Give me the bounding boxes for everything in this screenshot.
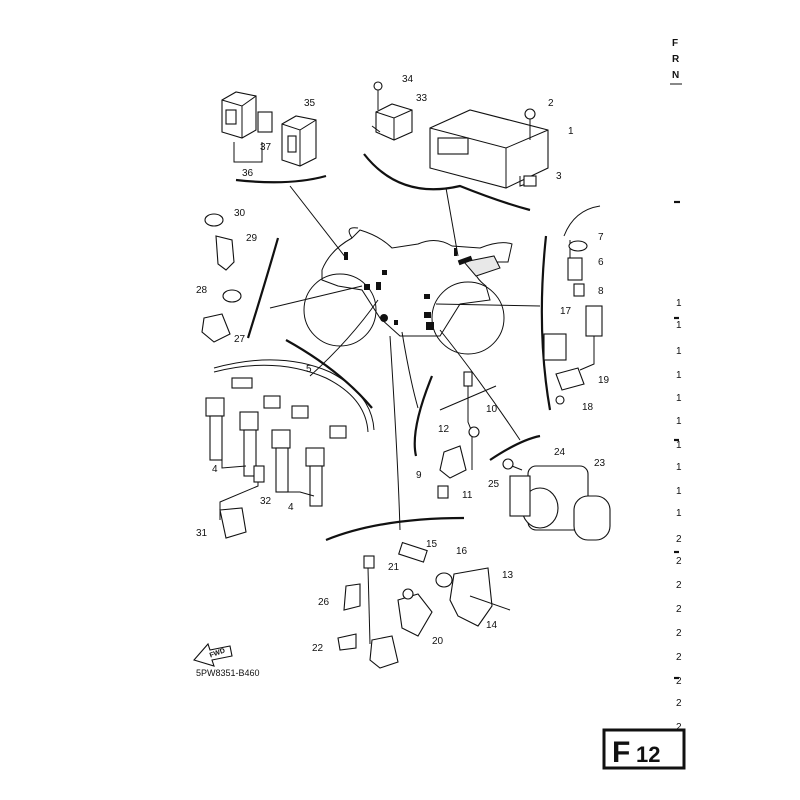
strip-number: 1	[676, 416, 682, 427]
callout-28: 28	[196, 285, 208, 296]
center-sensors	[437, 371, 497, 499]
strip-number: 1	[676, 486, 682, 497]
throttle-body	[502, 458, 611, 541]
callout-4b: 4	[288, 502, 294, 513]
callout-5: 5	[306, 364, 312, 375]
callout-10: 10	[486, 404, 498, 415]
strip-number: 2	[676, 722, 682, 733]
crank-sensor-group	[337, 541, 511, 669]
callout-15: 15	[426, 539, 438, 550]
callout-lines	[235, 153, 552, 542]
pressure-sensor	[371, 81, 413, 141]
ecu-unit	[429, 108, 549, 189]
callout-1: 1	[568, 126, 574, 137]
page-badge: F 12	[602, 728, 686, 770]
callout-8: 8	[598, 286, 604, 297]
strip-number: 1	[676, 346, 682, 357]
relay-assembly	[221, 91, 317, 167]
strip-number: 2	[676, 534, 682, 545]
strip-number: 1	[676, 440, 682, 451]
callout-23: 23	[594, 458, 606, 469]
page-badge-number: 12	[636, 742, 660, 767]
callout-29: 29	[246, 233, 258, 244]
callout-7: 7	[598, 232, 604, 243]
callout-9: 9	[416, 470, 422, 481]
strip-number: 2	[676, 628, 682, 639]
page-badge-letter: F	[612, 736, 630, 769]
callout-31: 31	[196, 528, 208, 539]
callout-4a: 4	[212, 464, 218, 475]
strip-number: 2	[676, 556, 682, 567]
right-sensors	[543, 205, 603, 405]
strip-letter-r: R	[672, 54, 680, 65]
callout-14: 14	[486, 620, 498, 631]
part-callouts: 1 2 3 4 4 5 6 7 8 9 10 11 12 13 14 15 16…	[196, 74, 610, 654]
diagram-code: 5PW8351-B460	[196, 668, 260, 678]
strip-letter-f: F	[672, 38, 678, 49]
temp-sensors	[201, 213, 242, 343]
strip-number: 2	[676, 652, 682, 663]
strip-number: 2	[676, 580, 682, 591]
callout-36: 36	[242, 168, 254, 179]
callout-27: 27	[234, 334, 246, 345]
strip-number: 2	[676, 698, 682, 709]
harness-markers	[344, 248, 473, 330]
callout-17: 17	[560, 306, 572, 317]
right-strip: F R N 1 1 1 1 1 1 1 1 1 1 2 2 2 2 2 2 2 2 2	[670, 38, 682, 733]
callout-11: 11	[462, 490, 473, 501]
callout-35: 35	[304, 98, 316, 109]
callout-18: 18	[582, 402, 594, 413]
strip-letter-n: N	[672, 70, 679, 81]
callout-19: 19	[598, 375, 610, 386]
callout-30: 30	[234, 208, 246, 219]
callout-12: 12	[438, 424, 450, 435]
callout-24: 24	[554, 447, 566, 458]
callout-2: 2	[548, 98, 554, 109]
strip-number: 1	[676, 462, 682, 473]
callout-20: 20	[432, 636, 444, 647]
motorcycle-outline	[303, 227, 513, 355]
strip-number: 1	[676, 393, 682, 404]
strip-numbers: 1 1 1 1 1 1 1 1 1 1 2 2 2 2 2 2 2 2 2	[674, 298, 682, 733]
fwd-arrow: FWD	[193, 642, 233, 667]
callout-26: 26	[318, 597, 330, 608]
callout-22: 22	[312, 643, 324, 654]
strip-number: 1	[676, 298, 682, 309]
strip-number: 1	[676, 320, 682, 331]
strip-number: 2	[676, 604, 682, 615]
callout-21: 21	[388, 562, 400, 573]
callout-25: 25	[488, 479, 500, 490]
strip-number: 2	[676, 676, 682, 687]
strip-number: 1	[676, 370, 682, 381]
callout-6: 6	[598, 257, 604, 268]
strip-number: 1	[676, 508, 682, 519]
callout-3: 3	[556, 171, 562, 182]
ignition-coils	[205, 359, 375, 539]
callout-16: 16	[456, 546, 468, 557]
callout-33: 33	[416, 93, 428, 104]
callout-32: 32	[260, 496, 272, 507]
callout-34: 34	[402, 74, 414, 85]
callout-37: 37	[260, 142, 272, 153]
callout-13: 13	[502, 570, 514, 581]
